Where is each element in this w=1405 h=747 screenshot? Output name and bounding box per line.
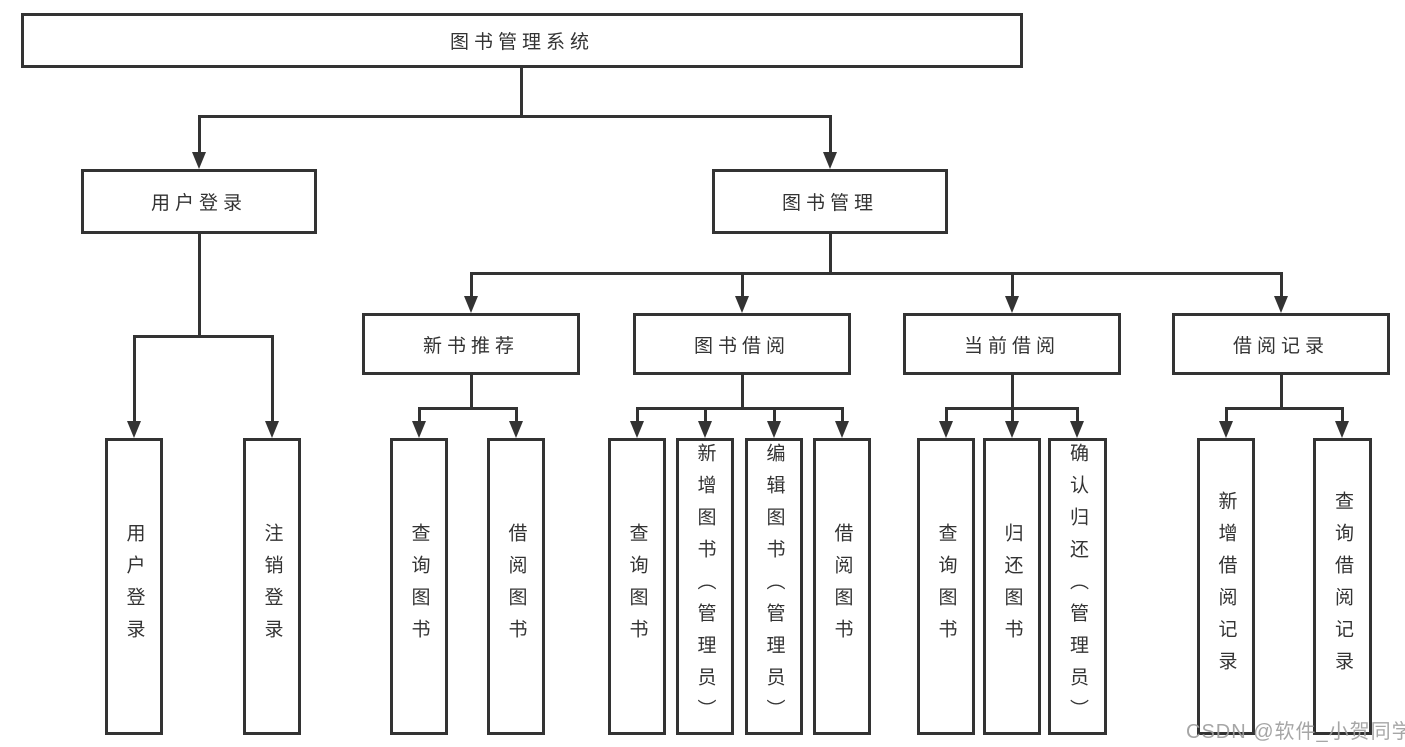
arrow-down <box>1005 421 1019 438</box>
node-current-borrowing: 当前借阅 <box>903 313 1121 375</box>
connector-level3-drop-4 <box>1280 272 1283 298</box>
connector-level3-horizontal <box>470 272 1283 275</box>
connector-bookborrow-drop-1 <box>636 407 639 423</box>
connector-level3-drop-1 <box>470 272 473 298</box>
csdn-watermark: CSDN @软件_小贺同学 <box>1186 721 1405 743</box>
leaf-newbook-borrow-books: 借阅图书 <box>487 438 545 735</box>
arrow-down <box>127 421 141 438</box>
arrow-down <box>192 152 206 169</box>
node-root: 图书管理系统 <box>21 13 1023 68</box>
arrow-down <box>509 421 523 438</box>
arrow-down <box>1005 296 1019 313</box>
arrow-down <box>1335 421 1349 438</box>
arrow-down <box>464 296 478 313</box>
connector-userlogin-stem <box>198 234 201 338</box>
connector-level2-horizontal <box>198 115 832 118</box>
leaf-borrow-edit-books-admin: 编辑图书（管理员） <box>745 438 803 735</box>
connector-bookborrow-drop-4 <box>841 407 844 423</box>
arrow-down <box>735 296 749 313</box>
connector-records-stem <box>1280 375 1283 409</box>
connector-records-drop-2 <box>1341 407 1344 423</box>
connector-currentborrow-drop-1 <box>945 407 948 423</box>
connector-currentborrow-drop-3 <box>1076 407 1079 423</box>
arrow-down <box>835 421 849 438</box>
leaf-current-confirm-return-admin: 确认归还（管理员） <box>1048 438 1107 735</box>
node-book-management: 图书管理 <box>712 169 948 234</box>
connector-currentborrow-stem <box>1011 375 1014 409</box>
node-borrowing-records: 借阅记录 <box>1172 313 1390 375</box>
leaf-records-query-record: 查询借阅记录 <box>1313 438 1372 735</box>
connector-level3-drop-3 <box>1011 272 1014 298</box>
connector-bookmgmt-stem <box>829 234 832 275</box>
leaf-current-return-books: 归还图书 <box>983 438 1041 735</box>
leaf-user-login: 用户登录 <box>105 438 163 735</box>
arrow-down <box>698 421 712 438</box>
arrow-down <box>939 421 953 438</box>
arrow-down <box>767 421 781 438</box>
node-user-login: 用户登录 <box>81 169 317 234</box>
connector-records-drop-1 <box>1225 407 1228 423</box>
connector-userlogin-drop-2 <box>271 335 274 423</box>
arrow-down <box>412 421 426 438</box>
arrow-down <box>265 421 279 438</box>
connector-level3-drop-2 <box>741 272 744 298</box>
leaf-current-query-books: 查询图书 <box>917 438 975 735</box>
connector-userlogin-drop-1 <box>133 335 136 423</box>
leaf-newbook-query-books: 查询图书 <box>390 438 448 735</box>
connector-newbook-stem <box>470 375 473 409</box>
arrow-down <box>630 421 644 438</box>
connector-level2-drop-left <box>198 115 201 155</box>
leaf-borrow-borrow-books: 借阅图书 <box>813 438 871 735</box>
arrow-down <box>1070 421 1084 438</box>
connector-newbook-horizontal <box>418 407 518 410</box>
connector-bookborrow-stem <box>741 375 744 409</box>
leaf-borrow-query-books: 查询图书 <box>608 438 666 735</box>
leaf-records-add-record: 新增借阅记录 <box>1197 438 1255 735</box>
connector-userlogin-horizontal <box>133 335 274 338</box>
leaf-logout: 注销登录 <box>243 438 301 735</box>
arrow-down <box>1274 296 1288 313</box>
connector-records-horizontal <box>1225 407 1344 410</box>
leaf-borrow-add-books-admin: 新增图书（管理员） <box>676 438 734 735</box>
connector-bookborrow-drop-3 <box>773 407 776 423</box>
connector-bookborrow-drop-2 <box>704 407 707 423</box>
node-new-book-recommend: 新书推荐 <box>362 313 580 375</box>
connector-level2-drop-right <box>829 115 832 155</box>
connector-currentborrow-drop-2 <box>1011 407 1014 423</box>
connector-newbook-drop-2 <box>515 407 518 423</box>
connector-newbook-drop-1 <box>418 407 421 423</box>
arrow-down <box>823 152 837 169</box>
connector-root-stem <box>520 68 523 118</box>
node-book-borrowing: 图书借阅 <box>633 313 851 375</box>
arrow-down <box>1219 421 1233 438</box>
connector-bookborrow-horizontal <box>636 407 844 410</box>
